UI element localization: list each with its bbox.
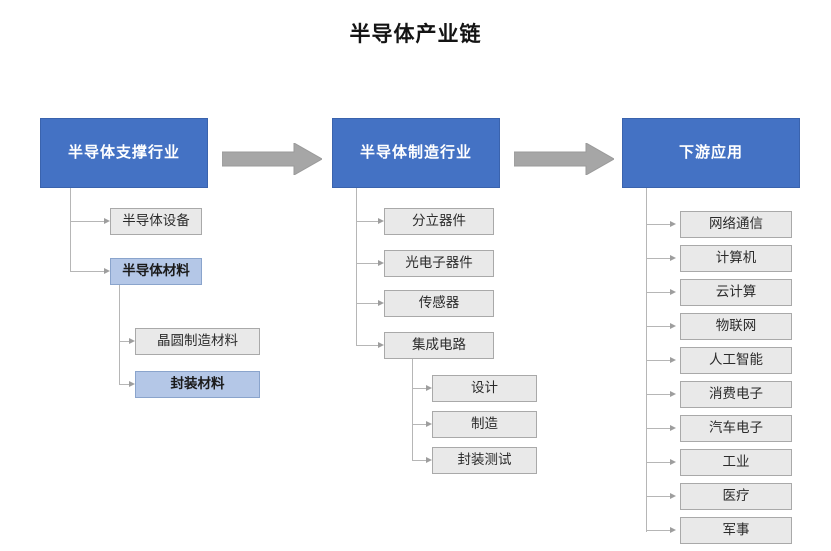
connector-branch-down-8 [646, 462, 670, 463]
page-title: 半导体产业链 [349, 23, 482, 46]
connector-branch-materials-1 [119, 341, 129, 342]
flow-arrow-icon-1 [222, 143, 322, 175]
header-box-downstream[interactable]: 下游应用 [622, 118, 800, 188]
header-label-downstream: 下游应用 [678, 143, 743, 161]
node-label: 集成电路 [412, 337, 466, 353]
node-artificial-intelligence[interactable]: 人工智能 [680, 347, 792, 374]
node-label: 物联网 [715, 318, 757, 334]
arrowhead-icon-support-2 [104, 267, 110, 274]
arrowhead-icon-down-9 [670, 492, 676, 499]
connector-branch-ic-2 [412, 424, 426, 425]
node-sensors[interactable]: 传感器 [384, 290, 494, 317]
node-label: 传感器 [418, 295, 460, 311]
flow-arrow-icon-2 [514, 143, 614, 175]
node-label: 封装材料 [170, 376, 225, 392]
header-label-support: 半导体支撑行业 [67, 143, 180, 161]
arrowhead-icon-mfg-2 [378, 259, 384, 266]
node-optoelectronic-devices[interactable]: 光电子器件 [384, 250, 494, 277]
connector-branch-mfg-4 [356, 345, 378, 346]
node-label: 人工智能 [709, 352, 763, 368]
connector-trunk-support [70, 188, 71, 272]
connector-branch-down-9 [646, 496, 670, 497]
connector-trunk-ic [412, 359, 413, 460]
header-label-manufacturing: 半导体制造行业 [359, 143, 472, 161]
arrowhead-icon-ic-3 [426, 456, 432, 463]
node-automotive-electronics[interactable]: 汽车电子 [680, 415, 792, 442]
node-semiconductor-materials[interactable]: 半导体材料 [110, 258, 202, 285]
node-label: 半导体设备 [122, 213, 190, 229]
connector-branch-mfg-3 [356, 303, 378, 304]
arrowhead-icon-down-3 [670, 288, 676, 295]
arrowhead-icon-down-1 [670, 220, 676, 227]
node-label: 网络通信 [709, 216, 763, 232]
arrowhead-icon-ic-1 [426, 384, 432, 391]
arrowhead-icon-materials-2 [129, 380, 135, 387]
node-wafer-manufacturing-materials[interactable]: 晶圆制造材料 [135, 328, 260, 355]
arrowhead-icon-down-4 [670, 322, 676, 329]
arrowhead-icon-down-6 [670, 390, 676, 397]
node-label: 军事 [722, 522, 750, 538]
connector-branch-down-5 [646, 360, 670, 361]
connector-branch-down-4 [646, 326, 670, 327]
connector-branch-down-1 [646, 224, 670, 225]
node-label: 半导体材料 [122, 263, 190, 279]
header-box-manufacturing[interactable]: 半导体制造行业 [332, 118, 500, 188]
node-discrete-devices[interactable]: 分立器件 [384, 208, 494, 235]
node-label: 云计算 [715, 284, 757, 300]
node-label: 工业 [722, 454, 750, 470]
node-label: 消费电子 [709, 386, 763, 402]
connector-branch-down-10 [646, 530, 670, 531]
node-label: 封装测试 [457, 452, 512, 468]
connector-branch-ic-1 [412, 388, 426, 389]
node-cloud-computing[interactable]: 云计算 [680, 279, 792, 306]
node-label: 制造 [471, 416, 498, 432]
node-iot[interactable]: 物联网 [680, 313, 792, 340]
arrowhead-icon-down-2 [670, 254, 676, 261]
node-network-communication[interactable]: 网络通信 [680, 211, 792, 238]
node-packaging-materials[interactable]: 封装材料 [135, 371, 260, 398]
connector-branch-down-7 [646, 428, 670, 429]
node-military[interactable]: 军事 [680, 517, 792, 544]
node-integrated-circuits[interactable]: 集成电路 [384, 332, 494, 359]
node-label: 分立器件 [412, 213, 466, 229]
arrowhead-icon-down-5 [670, 356, 676, 363]
connector-branch-mfg-1 [356, 221, 378, 222]
node-ic-design[interactable]: 设计 [432, 375, 537, 402]
connector-branch-support-1 [70, 221, 104, 222]
node-medical[interactable]: 医疗 [680, 483, 792, 510]
node-industrial[interactable]: 工业 [680, 449, 792, 476]
arrowhead-icon-down-8 [670, 458, 676, 465]
node-label: 计算机 [715, 250, 757, 266]
arrowhead-icon-mfg-3 [378, 299, 384, 306]
arrowhead-icon-mfg-1 [378, 217, 384, 224]
connector-branch-ic-3 [412, 460, 426, 461]
arrowhead-icon-down-7 [670, 424, 676, 431]
node-semiconductor-equipment[interactable]: 半导体设备 [110, 208, 202, 235]
connector-branch-support-2 [70, 271, 104, 272]
node-label: 晶圆制造材料 [157, 333, 238, 349]
connector-trunk-manufacturing [356, 188, 357, 346]
node-label: 光电子器件 [405, 255, 473, 271]
connector-branch-materials-2 [119, 384, 129, 385]
node-label: 医疗 [722, 488, 750, 504]
arrowhead-icon-support-1 [104, 217, 110, 224]
node-ic-manufacturing[interactable]: 制造 [432, 411, 537, 438]
node-label: 设计 [471, 380, 498, 396]
arrowhead-icon-materials-1 [129, 337, 135, 344]
node-consumer-electronics[interactable]: 消费电子 [680, 381, 792, 408]
connector-branch-down-6 [646, 394, 670, 395]
arrowhead-icon-ic-2 [426, 420, 432, 427]
header-box-support[interactable]: 半导体支撑行业 [40, 118, 208, 188]
connector-branch-mfg-2 [356, 263, 378, 264]
arrowhead-icon-mfg-4 [378, 341, 384, 348]
connector-trunk-materials [119, 285, 120, 384]
node-ic-packaging-testing[interactable]: 封装测试 [432, 447, 537, 474]
connector-branch-down-2 [646, 258, 670, 259]
node-label: 汽车电子 [709, 420, 763, 436]
connector-branch-down-3 [646, 292, 670, 293]
node-computer[interactable]: 计算机 [680, 245, 792, 272]
arrowhead-icon-down-10 [670, 526, 676, 533]
